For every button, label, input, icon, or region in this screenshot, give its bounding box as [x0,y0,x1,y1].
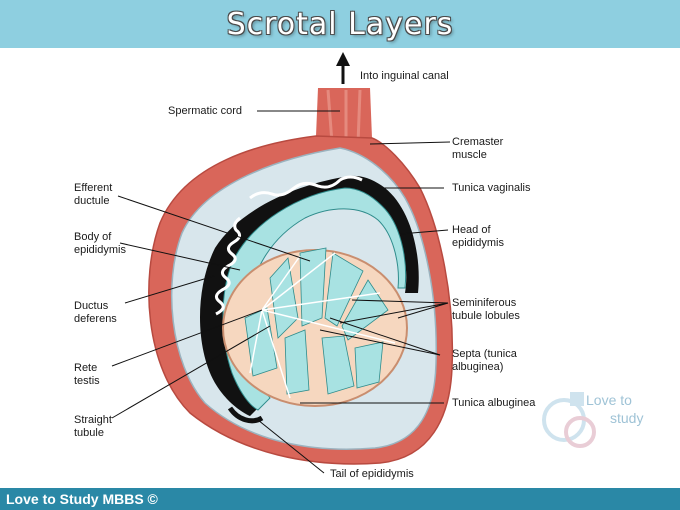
diagram-stage: Into inguinal canal Spermatic cord Crema… [0,48,680,488]
label-body-of-epididymis: Body of epididymis [74,231,126,256]
ductus-deferens [215,216,241,316]
tail-of-epididymis-shape [227,406,264,424]
seminiferous-lobules [244,247,389,395]
watermark-line1: Love to [586,392,632,408]
label-head-of-epididymis: Head of epididymis [452,224,504,249]
label-tunica-vaginalis: Tunica vaginalis [452,182,531,194]
footer-text: Love to Study MBBS © [6,491,158,507]
label-into-inguinal-canal: Into inguinal canal [360,70,449,82]
label-septa: Septa (tunica albuginea) [452,348,517,373]
watermark-logo-icon [542,392,596,448]
label-rete-testis: Rete testis [74,362,100,387]
watermark-line2: study [610,410,644,426]
label-cremaster-muscle: Cremaster muscle [452,136,504,161]
label-efferent-ductule: Efferent ductule [74,182,113,207]
scrotal-diagram [111,52,454,474]
label-spermatic-cord: Spermatic cord [168,105,242,117]
page-title: Scrotal Layers [226,6,454,42]
label-straight-tubule: Straight tubule [74,414,112,439]
title-bar: Scrotal Layers [0,0,680,48]
label-tail-of-epididymis: Tail of epididymis [330,468,414,480]
label-tunica-albuginea: Tunica albuginea [452,397,536,409]
label-ductus-deferens: Ductus deferens [74,300,117,325]
footer-bar: Love to Study MBBS © [0,488,680,510]
label-seminiferous-tubule-lobules: Seminiferous tubule lobules [452,297,520,322]
arrow-up-icon [336,52,350,84]
leader-lines [111,110,451,474]
septa [249,252,396,399]
